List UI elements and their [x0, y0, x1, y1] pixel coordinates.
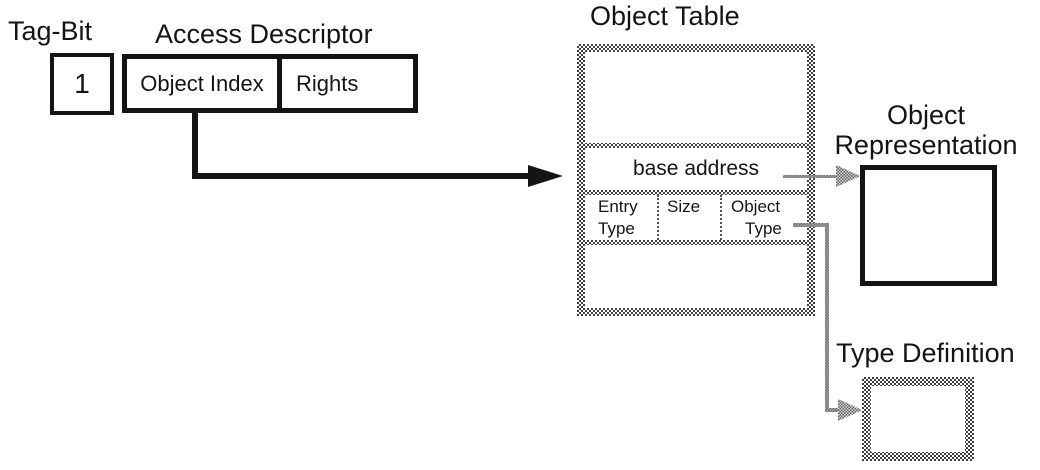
entry-descriptor-row: Entry Type Size Object Type	[585, 195, 807, 240]
tag-bit-label: Tag-Bit	[8, 16, 93, 46]
entry-type-cell: Entry Type	[598, 197, 638, 238]
tag-bit-box: 1	[50, 53, 114, 115]
object-table-empty-row-bottom	[585, 245, 807, 308]
type-definition-box	[862, 377, 974, 461]
access-descriptor-box: Object Index Rights	[122, 54, 418, 113]
index-arrow-vertical-segment	[192, 110, 198, 179]
access-descriptor-label: Access Descriptor	[155, 19, 373, 49]
object-table-empty-row-top	[585, 52, 807, 143]
tag-bit-value: 1	[74, 68, 90, 99]
base-address-arrow-line	[783, 175, 836, 178]
object-type-arrow-vertical-segment	[825, 223, 829, 412]
object-representation-box	[860, 165, 997, 286]
object-type-arrow-horizontal-segment	[793, 223, 827, 227]
object-table-box: base address Entry Type Size Object Type	[577, 44, 815, 316]
object-type-cell: Object Type	[720, 195, 807, 240]
base-address-label: base address	[632, 157, 760, 180]
object-type-arrowhead-icon	[838, 399, 862, 421]
type-definition-box-interior	[871, 386, 965, 452]
base-address-row: base address	[585, 148, 807, 190]
object-type-arrow-stub-segment	[825, 408, 840, 412]
type-definition-label: Type Definition	[836, 338, 1015, 368]
object-index-label: Object Index	[140, 70, 264, 96]
object-representation-label: Object Representation	[834, 100, 1018, 160]
index-arrow-horizontal-segment	[192, 173, 528, 179]
object-index-cell: Object Index	[127, 59, 277, 108]
object-table-label: Object Table	[590, 1, 740, 31]
rights-cell: Rights	[277, 59, 413, 108]
size-cell: Size	[657, 195, 720, 240]
rights-label: Rights	[296, 70, 359, 96]
index-arrowhead-icon	[528, 165, 563, 187]
base-address-arrowhead-icon	[836, 165, 860, 187]
